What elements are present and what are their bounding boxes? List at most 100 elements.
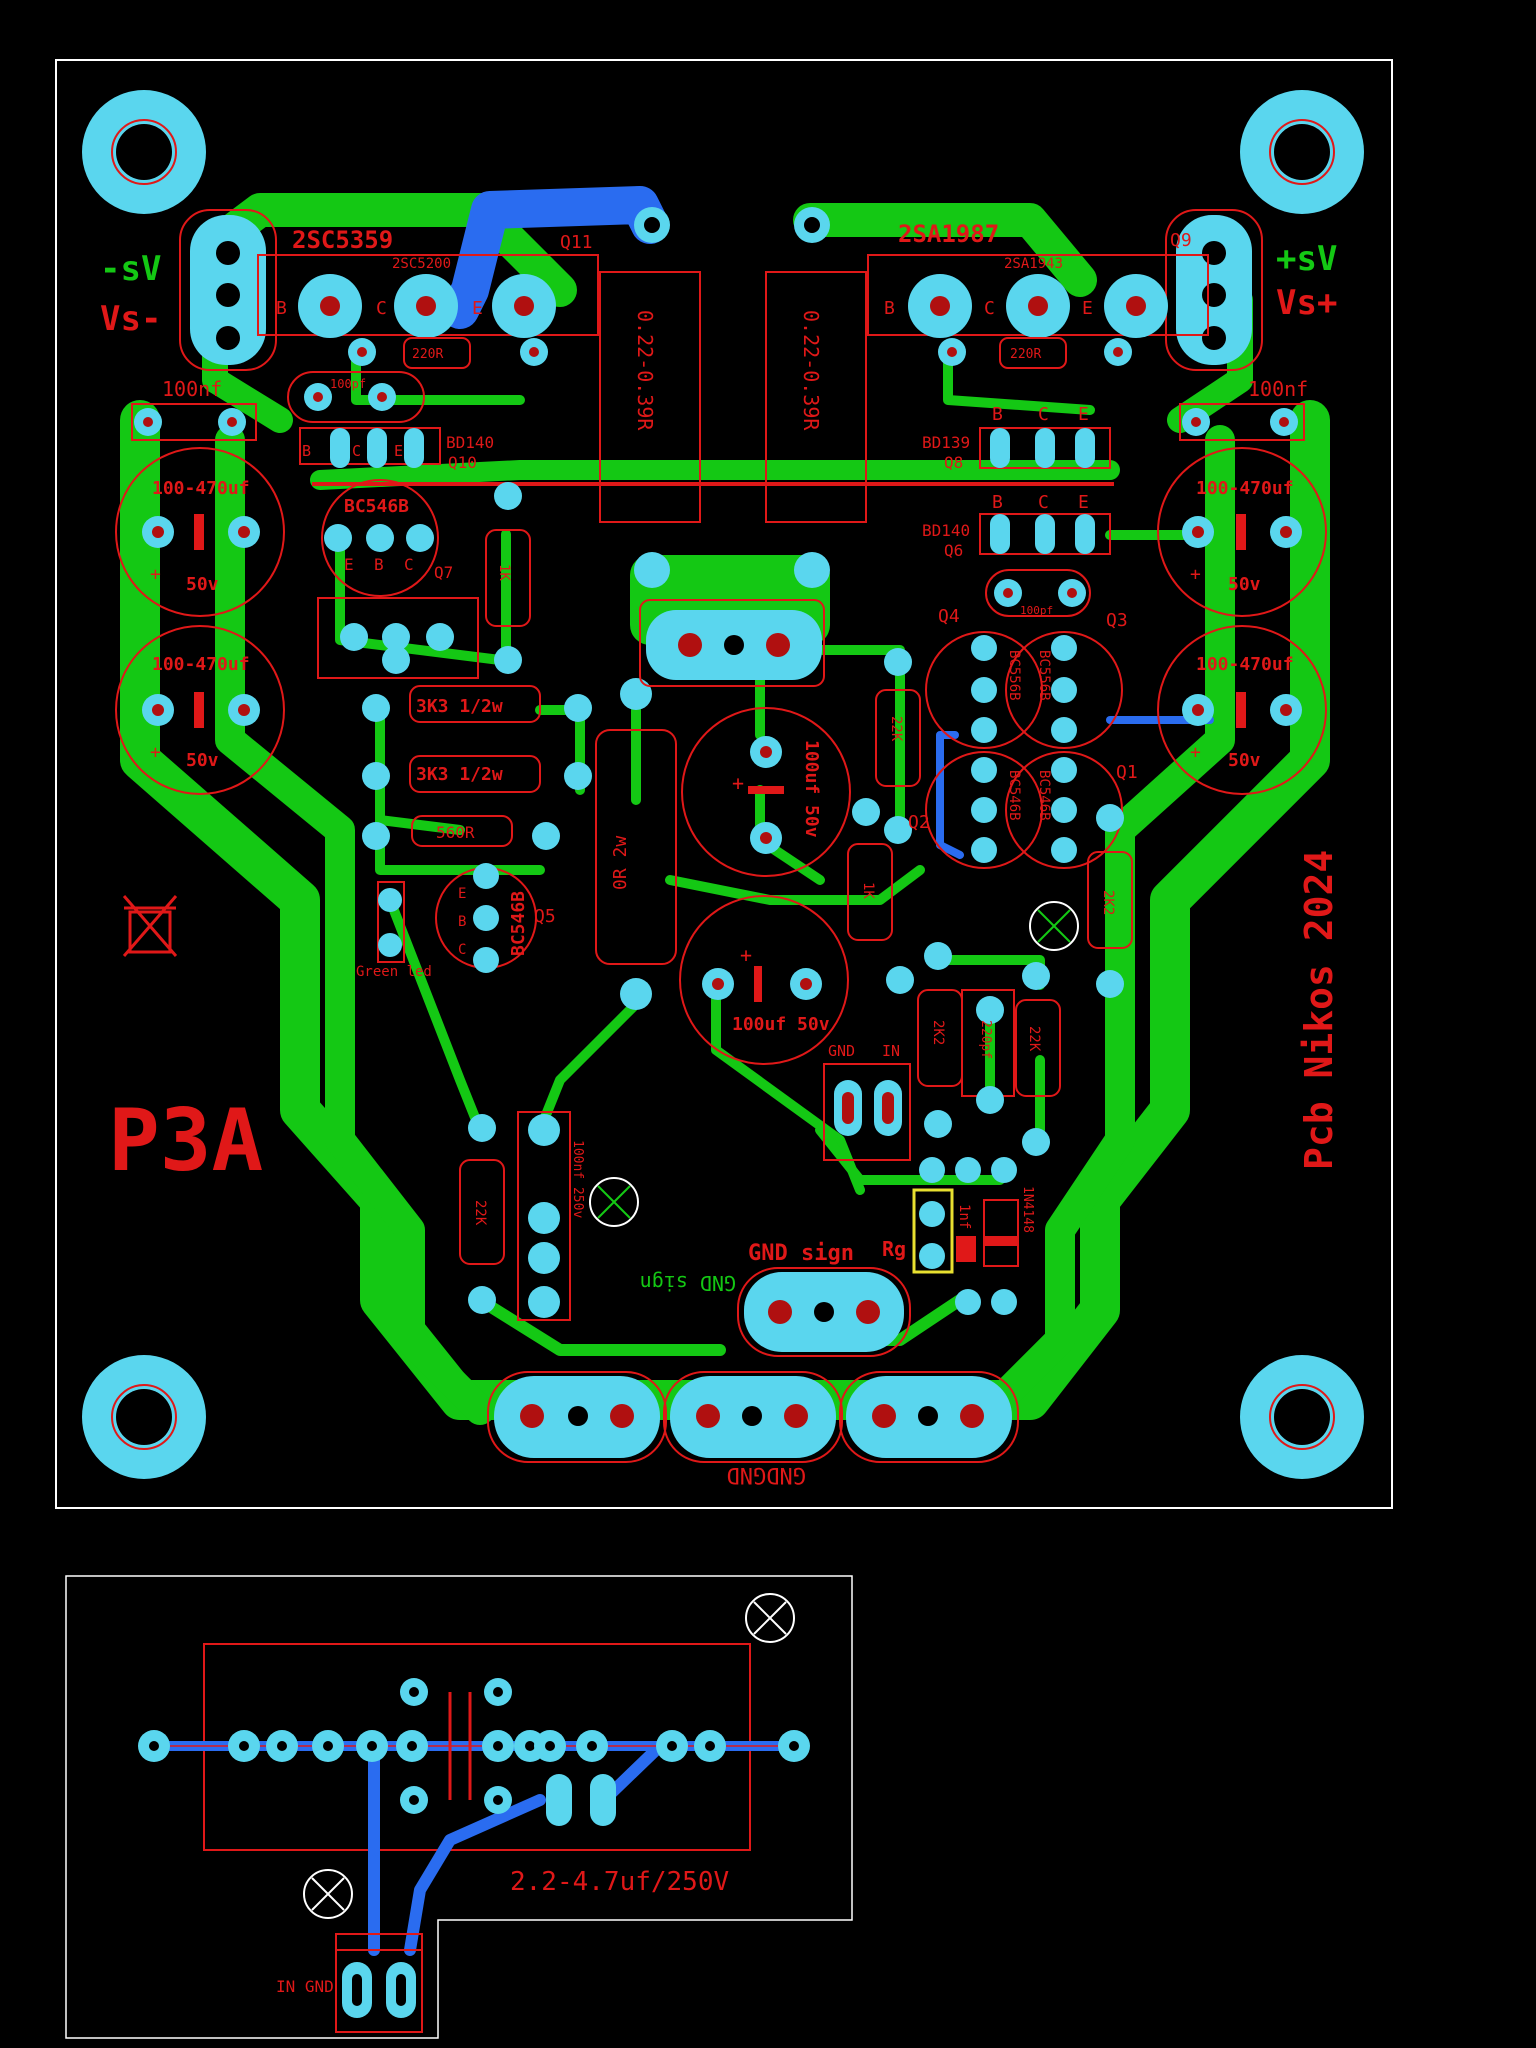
q2-part: BC546B xyxy=(1006,770,1022,821)
q10-ref: Q10 xyxy=(448,453,477,472)
copper-bottom-layer xyxy=(441,186,1214,859)
emitter-resistor-left xyxy=(599,271,701,523)
input-filter-board: 2.2-4.7uf/250V IN GND xyxy=(65,1575,853,2039)
q7-pin-e: E xyxy=(344,555,354,574)
cap-100pf-right xyxy=(985,569,1091,617)
cap-bulk-3-label: 100-470uf xyxy=(1196,478,1294,499)
output-connector xyxy=(634,552,830,687)
c100nf-250-label: 100nf 250v xyxy=(570,1140,585,1218)
emitter-resistor-right xyxy=(765,271,867,523)
c100nf-right-label: 100nf xyxy=(1248,377,1308,401)
q10-pin-c: C xyxy=(352,442,361,460)
q7-pin-b: B xyxy=(374,555,384,574)
bottom-connectors xyxy=(487,1371,1019,1463)
input-connector xyxy=(823,1063,911,1161)
q4-part: BC556B xyxy=(1006,650,1022,701)
filter-pads xyxy=(138,1678,810,1826)
q7-part: BC546B xyxy=(344,496,409,517)
q5-pin-e: E xyxy=(458,886,466,902)
q10-part: BD140 xyxy=(446,433,494,452)
input-in-label: IN xyxy=(882,1042,900,1060)
cap-bulk-2-plus: + xyxy=(150,742,161,763)
cap-bulk-3-volt: 50v xyxy=(1228,574,1261,595)
q11-part: 2SC5359 xyxy=(292,226,393,254)
c100pf-left-label: 100pf xyxy=(330,377,366,391)
q10-pin-b: B xyxy=(302,442,311,460)
caps-100uf xyxy=(679,707,851,1065)
q7-ref: Q7 xyxy=(434,563,453,582)
filter-cap-label: 2.2-4.7uf/250V xyxy=(510,1867,729,1897)
cap-bulk-4-plus: + xyxy=(1190,742,1201,763)
q5-pin-c: C xyxy=(458,942,466,958)
board-credit: Pcb Nikos 2024 xyxy=(1297,850,1341,1170)
cap-bulk-4-label: 100-470uf xyxy=(1196,654,1294,675)
resistor-220r-left xyxy=(348,337,548,369)
r3k3-a-label: 3K3 1/2w xyxy=(416,696,503,717)
green-led-label: Green led xyxy=(356,964,432,980)
q8-pin-c: C xyxy=(1038,404,1049,425)
q11-pin-e: E xyxy=(472,298,483,319)
q7-pin-c: C xyxy=(404,555,414,574)
gnd-sign-label: GND sign xyxy=(748,1241,854,1266)
rail-pos-label: Vs+ xyxy=(1276,283,1337,323)
q10-pin-e: E xyxy=(394,442,403,460)
q1-part: BC546B xyxy=(1036,770,1052,821)
cap-100pf-left xyxy=(287,371,425,423)
cap-bulk-3-plus: + xyxy=(1190,564,1201,585)
cap-bulk-4-volt: 50v xyxy=(1228,750,1261,771)
mount-hole-top-left xyxy=(82,90,206,214)
in-gnd-connector xyxy=(335,1933,423,2033)
gnd-sign-connector xyxy=(737,1267,911,1357)
c100uf-a-label: 100uf 50v xyxy=(801,740,822,838)
cap-bulk-1-volt: 50v xyxy=(186,574,219,595)
gnd-sign-mirror-label: GND sign xyxy=(640,1271,736,1295)
q6-pin-b: B xyxy=(992,492,1003,513)
c220pf-label: 220pf xyxy=(978,1020,993,1059)
r3k3-b-label: 3K3 1/2w xyxy=(416,764,503,785)
r0r-label: 0R 2w xyxy=(610,836,631,890)
c100uf-b-label: 100uf 50v xyxy=(732,1014,830,1035)
q9-alt: 2SA1943 xyxy=(1004,256,1063,272)
fiducial-marks-secondary xyxy=(303,1593,795,1919)
q9-pin-e: E xyxy=(1082,298,1093,319)
cap-bulk-2-label: 100-470uf xyxy=(152,654,250,675)
input-gnd-label: GND xyxy=(828,1042,855,1060)
q5-pin-b: B xyxy=(458,914,466,930)
q3-ref: Q3 xyxy=(1106,610,1128,631)
cap-bulk-1-label: 100-470uf xyxy=(152,478,250,499)
q11-pin-c: C xyxy=(376,298,387,319)
mount-hole-bottom-left xyxy=(82,1355,206,1479)
transistor-q10 xyxy=(299,427,441,468)
q11-pin-b: B xyxy=(276,298,287,319)
c1nf-label: 1nf xyxy=(956,1204,972,1229)
q9-pin-b: B xyxy=(884,298,895,319)
q5-part: BC546B xyxy=(508,891,529,956)
left-lower-components xyxy=(459,1111,571,1321)
r220-left-label: 220R xyxy=(412,347,443,362)
transistor-q11 xyxy=(257,254,599,338)
q8-pin-e: E xyxy=(1078,404,1089,425)
q2-ref: Q2 xyxy=(908,812,930,833)
q11-alt: 2SC5200 xyxy=(392,256,451,272)
r220-right-label: 220R xyxy=(1010,347,1041,362)
r1k-right-label: 1K xyxy=(860,882,876,899)
weee-bin-icon xyxy=(122,895,178,957)
q11-ref: Q11 xyxy=(560,232,593,253)
q3-part: BC556B xyxy=(1036,650,1052,701)
resistor-0r-2w xyxy=(595,678,677,1010)
r22k-c-label: 22K xyxy=(472,1200,488,1226)
r22k-b-label: 22K xyxy=(1026,1026,1042,1052)
rg-label: Rg xyxy=(882,1237,906,1261)
q8-pin-b: B xyxy=(992,404,1003,425)
transistor-q6 xyxy=(979,513,1111,555)
fiducial-marks xyxy=(589,901,1079,1227)
c100pf-right-label: 100pf xyxy=(1020,604,1053,617)
diode-label: 1N4148 xyxy=(1020,1186,1035,1233)
cap-bulk-2-volt: 50v xyxy=(186,750,219,771)
cap-100nf-left xyxy=(131,403,257,441)
mount-hole-top-right xyxy=(1240,90,1364,214)
q8-ref: Q8 xyxy=(944,453,963,472)
rail-neg-label: Vs- xyxy=(100,299,161,339)
r22k-a-label: 22K xyxy=(888,716,904,742)
